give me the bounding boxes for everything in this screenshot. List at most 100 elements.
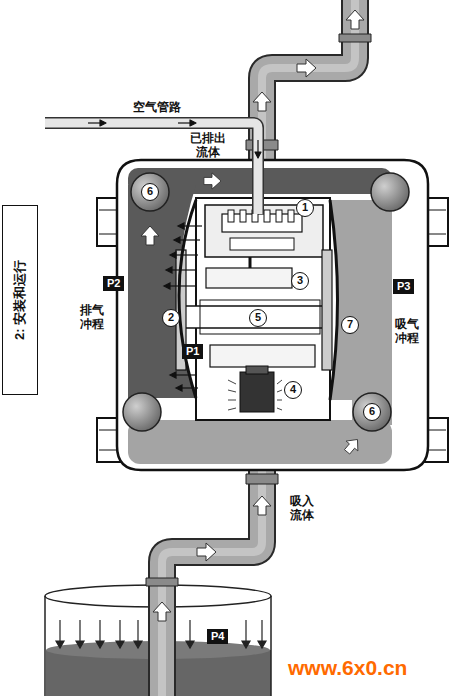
check-balls [131, 173, 169, 211]
callout-number: 1 [296, 199, 314, 217]
air-pressure-arrows [164, 283, 170, 289]
muffler [277, 380, 282, 384]
suction-fluid [128, 420, 392, 464]
air-pressure-arrows [170, 372, 176, 378]
air-line [255, 152, 261, 158]
center-section [179, 200, 196, 398]
suction-pipe [146, 578, 178, 586]
stroke-label: 吸气 冲程 [393, 317, 422, 345]
pressure-tag: P1 [182, 344, 203, 359]
center-section [276, 210, 282, 222]
callout-number: 4 [284, 381, 302, 399]
pressure-tag: P3 [393, 279, 414, 294]
atmospheric-pressure-arrows [189, 620, 190, 642]
muffler [240, 372, 274, 412]
center-section [322, 250, 332, 370]
atmospheric-pressure-arrows [186, 641, 194, 648]
check-balls [371, 173, 409, 211]
flow-arrows [253, 496, 271, 515]
air-line [257, 140, 258, 152]
atmospheric-pressure-arrows [134, 641, 142, 648]
air-pressure-arrows [170, 285, 196, 286]
atmospheric-pressure-arrows [245, 620, 246, 642]
discharge-pipe [246, 0, 371, 172]
center-section [264, 210, 270, 222]
air-line [88, 120, 261, 158]
check-balls [123, 173, 409, 431]
pump-housing [97, 160, 448, 470]
air-line [45, 123, 258, 214]
air-line [45, 120, 261, 214]
pressure-tag: P2 [103, 276, 124, 291]
muffler [246, 366, 268, 374]
pressure-tag: P4 [207, 629, 228, 644]
air-line [100, 120, 106, 126]
air-pressure-arrows [166, 267, 172, 273]
section-tab: 2: 安装和运行 [2, 205, 38, 395]
air-line [178, 122, 190, 123]
callout-number: 5 [249, 309, 267, 327]
callout-number: 3 [291, 272, 309, 290]
atmospheric-pressure-arrows [96, 641, 104, 648]
node-text: P3 [397, 280, 410, 292]
air-line [190, 120, 196, 126]
node-text: 2: 安装和运行 [11, 260, 29, 340]
flow-arrows [153, 602, 171, 621]
watermark: www.6x0.cn [288, 656, 407, 680]
callout-number: 6 [363, 403, 381, 421]
air-pressure-arrows [170, 252, 176, 258]
air-pressure-arrows [180, 239, 200, 240]
node-text: P4 [211, 630, 224, 642]
supply-tank [270, 596, 272, 696]
atmospheric-pressure-arrows [79, 620, 80, 642]
air-pressure-arrows [174, 237, 180, 243]
muffler [228, 390, 236, 392]
node-text: P1 [186, 345, 199, 357]
atmospheric-pressure-arrows [76, 641, 84, 648]
air-pressure-arrows [176, 254, 198, 255]
atmospheric-pressure-arrows [56, 641, 64, 648]
muffler [228, 380, 282, 410]
center-section [176, 198, 338, 420]
muffler [228, 380, 236, 384]
suction-pipe [246, 474, 278, 484]
center-section [200, 300, 320, 334]
flow-arrows [346, 10, 364, 29]
check-balls [123, 393, 161, 431]
flow-arrows [141, 226, 159, 245]
center-section [228, 210, 234, 222]
atmospheric-pressure-arrows [242, 641, 250, 648]
flow-arrows [253, 92, 271, 111]
air-pressure-arrows [176, 385, 182, 391]
flow-arrows [297, 59, 316, 77]
center-section [182, 306, 328, 328]
muffler [277, 390, 282, 392]
air-pressure-arrows [164, 223, 202, 391]
center-section [206, 268, 292, 288]
atmospheric-pressure-arrows [258, 641, 266, 648]
stroke-label: 排气 冲程 [78, 303, 107, 331]
callout-number: 7 [341, 316, 359, 334]
check-balls [353, 393, 391, 431]
atmospheric-pressure-arrows [99, 620, 100, 642]
center-section [249, 257, 252, 268]
atmospheric-pressure-arrows [116, 641, 124, 648]
atmospheric-pressure-arrows [137, 620, 138, 642]
air-pressure-arrows [172, 269, 196, 270]
supply-tank [44, 596, 46, 696]
suction-fluid [330, 200, 392, 400]
center-section [330, 200, 338, 400]
air-line [88, 122, 100, 123]
muffler [228, 400, 236, 401]
flow-arrows [341, 435, 363, 457]
muffler [228, 366, 282, 412]
center-section [210, 345, 315, 367]
air-pressure-arrows [178, 223, 184, 229]
center-section [230, 238, 294, 250]
atmospheric-pressure-arrows [59, 620, 60, 642]
suction-pipe [146, 462, 278, 696]
air-pressure-arrows [176, 374, 196, 375]
muffler [228, 408, 236, 410]
